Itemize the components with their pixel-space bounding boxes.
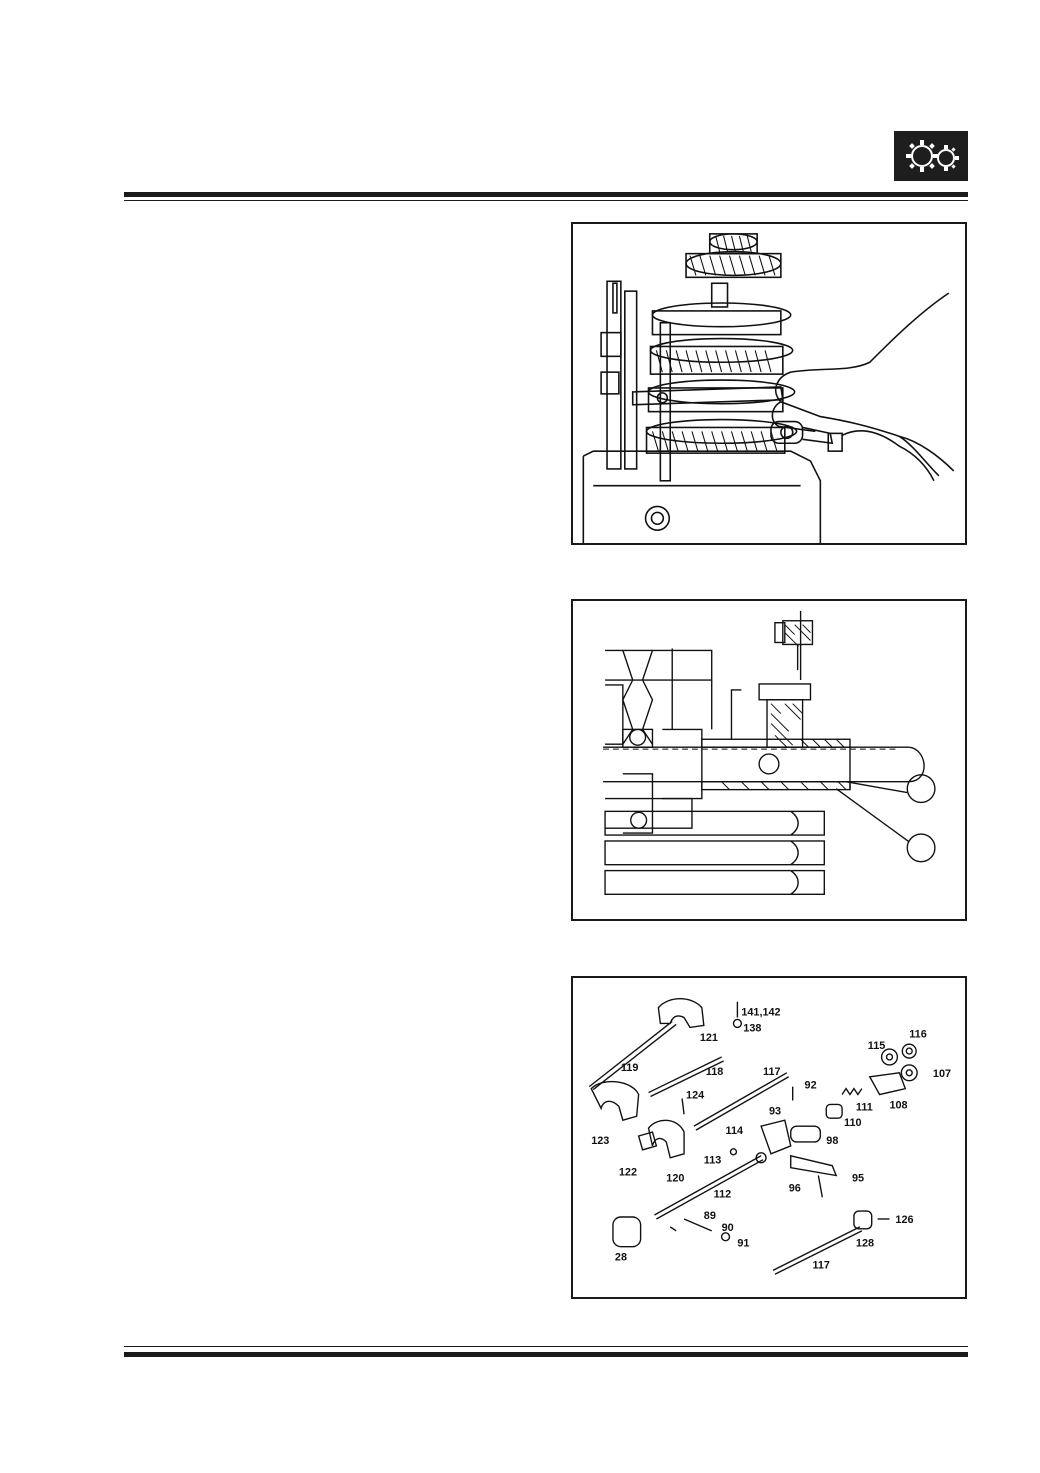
figure-selector-cross-section [571,599,967,921]
part-label: 110 [844,1117,862,1129]
part-label: 98 [826,1135,838,1147]
part-label: 122 [619,1167,637,1179]
part-label: 111 [856,1101,873,1113]
part-label: 113 [704,1155,722,1167]
footer-rule-thin [124,1346,968,1347]
part-label: 118 [706,1066,724,1078]
part-label: 114 [726,1125,744,1137]
gear-cluster-illustration [582,233,955,543]
cross-section-illustration [603,610,936,896]
part-label: 126 [895,1214,913,1226]
part-label: 89 [704,1210,716,1222]
part-label: 123 [591,1135,609,1147]
part-label: 95 [852,1172,864,1184]
part-label: 115 [868,1040,886,1052]
footer-rule-thick [124,1352,968,1357]
part-label: 117 [763,1066,781,1078]
part-label: 91 [737,1238,749,1250]
part-label: 90 [722,1222,734,1234]
part-label: 28 [615,1251,627,1263]
header-rule-thin [124,200,968,201]
part-label: 119 [621,1062,639,1074]
gearbox-gears-icon [894,131,968,181]
part-label: 117 [812,1259,830,1271]
part-label: 124 [686,1089,704,1101]
part-label: 112 [714,1188,732,1200]
part-label: 116 [909,1028,927,1040]
part-label: 108 [889,1099,907,1111]
part-label: 121 [700,1032,718,1044]
part-label: 92 [805,1080,817,1092]
header-rule-thick [124,192,968,197]
part-label: 138 [743,1022,761,1034]
part-label: 96 [789,1182,801,1194]
part-label: 93 [769,1105,781,1117]
exploded-view-illustration: 141,142 138 121 119 118 117 116 115 107 … [588,998,951,1275]
part-label: 107 [933,1068,951,1080]
figure-gear-cluster [571,222,967,545]
part-label: 128 [856,1238,874,1250]
part-label: 141,142 [741,1007,780,1019]
part-label: 120 [666,1172,684,1184]
figure-selector-exploded-view: 141,142 138 121 119 118 117 116 115 107 … [571,976,967,1299]
